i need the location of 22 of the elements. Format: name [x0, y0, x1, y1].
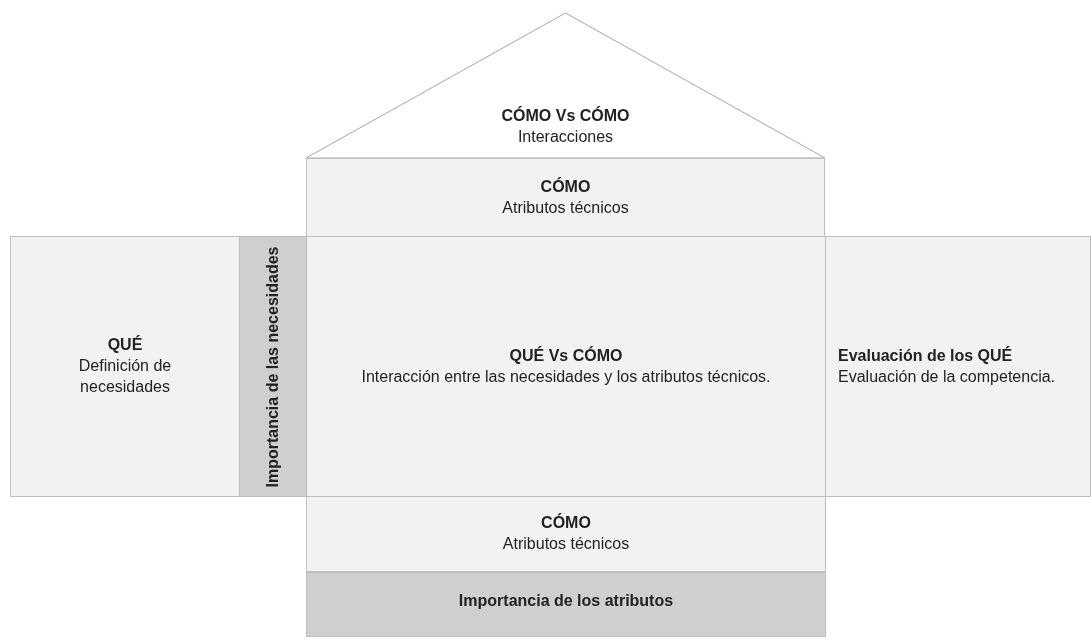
requirements-box	[10, 236, 240, 497]
roof-triangle	[306, 13, 825, 158]
heading-text: CÓMO	[540, 176, 591, 197]
header-box	[306, 158, 825, 237]
description-text: Evaluación de la competencia.	[838, 366, 1057, 387]
heading-text: Evaluación de los QUÉ	[838, 345, 1014, 366]
description-text: Interacciones	[517, 127, 614, 148]
evaluation-box	[825, 236, 1091, 497]
description-text: Definición de necesidades	[77, 356, 173, 397]
heading-text: Importancia de las necesidades	[262, 245, 282, 489]
description-text: Atributos técnicos	[502, 197, 629, 218]
heading-text: Importancia de los atributos	[458, 591, 674, 611]
heading-text: CÓMO Vs CÓMO	[501, 106, 630, 127]
importance-column	[239, 236, 307, 497]
importance-row	[306, 572, 826, 637]
heading-text: QUÉ Vs CÓMO	[508, 345, 624, 366]
description-text: Interacción entre las necesidades y los atributos técnicos.	[360, 366, 772, 387]
heading-text: QUÉ	[106, 335, 144, 356]
heading-text: CÓMO	[541, 513, 591, 534]
matrix-box	[306, 236, 826, 497]
header-box	[306, 496, 826, 572]
description-text: Atributos técnicos	[502, 534, 630, 554]
